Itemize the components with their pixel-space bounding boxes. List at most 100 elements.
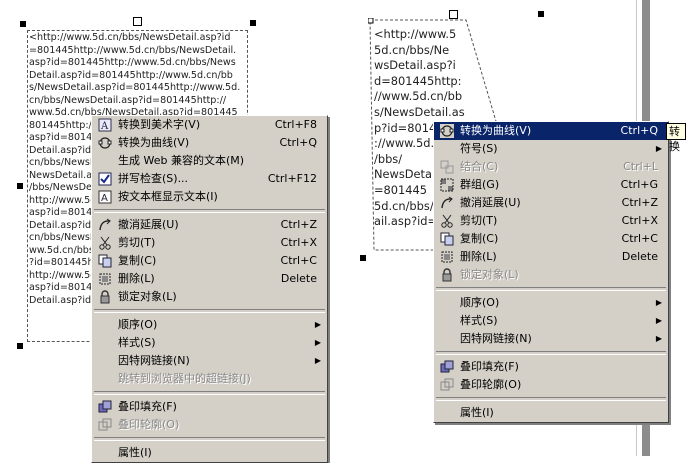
text-line: NewsDetail. xyxy=(374,167,442,182)
context-menu-paragraph-text: A 转换到美术字(V) Ctrl+F8 转换为曲线(V)Ctrl+Q 生成 Web 兼容… xyxy=(91,115,328,463)
text-line: cn/bbs/NewsDetail.asp?id=801445http:// xyxy=(29,94,227,106)
text-line: s/NewsDetail.asp?id=801445http://www.5d. xyxy=(29,82,241,93)
menu-item: 锁定对象(L) xyxy=(434,266,668,284)
menu-item-label: 转换为曲线(V) xyxy=(118,136,190,149)
menu-item[interactable]: 撤消延展(U) Ctrl+Z xyxy=(434,194,668,212)
submenu-arrow-icon: ▶ xyxy=(314,356,321,365)
menu-item[interactable]: 复制(C) Ctrl+C xyxy=(434,230,668,248)
menu-item[interactable]: 剪切(T) Ctrl+X xyxy=(434,212,668,230)
text-line: p?id=801445 xyxy=(374,120,451,135)
menu-item[interactable]: 顺序(O) ▶ xyxy=(92,316,327,334)
combine-icon xyxy=(440,160,454,174)
menu-item: 结合(C) Ctrl+L xyxy=(434,158,668,176)
menu-item[interactable]: 删除(L)Delete xyxy=(92,270,327,288)
text-line: d=801445http: xyxy=(374,73,462,88)
menu-item[interactable]: 叠印填充(F) xyxy=(434,358,668,376)
menu-item[interactable]: 符号(S) ▶ xyxy=(434,140,668,158)
selection-handle[interactable] xyxy=(250,20,256,26)
menu-item[interactable]: 转换为曲线(V)Ctrl+Q xyxy=(434,122,668,140)
selection-handle[interactable] xyxy=(360,255,366,261)
menu-item-label: 锁定对象(L) xyxy=(118,290,177,303)
menu-item-label: 因特网链接(N) xyxy=(460,332,532,345)
selection-handle[interactable] xyxy=(17,343,23,349)
menu-item-label: 顺序(O) xyxy=(118,318,158,331)
menu-separator xyxy=(94,391,325,395)
menu-item-label: 删除(L) xyxy=(460,250,497,263)
svg-text:A: A xyxy=(101,193,108,204)
menu-item[interactable]: 复制(C)Ctrl+C xyxy=(92,252,327,270)
menu-separator xyxy=(94,309,325,313)
text-line: =801445 xyxy=(374,182,428,197)
scissors-icon xyxy=(98,236,112,250)
menu-item[interactable]: A 按文本框显示文本(I) xyxy=(92,188,327,206)
menu-item[interactable]: 叠印填充(F) xyxy=(92,398,327,416)
menu-item[interactable]: 样式(S)▶ xyxy=(434,312,668,330)
lock-icon xyxy=(98,290,112,304)
menu-item[interactable]: 锁定对象(L) xyxy=(92,288,327,306)
submenu-arrow-icon: ▶ xyxy=(655,298,662,307)
convert-to-curves-icon xyxy=(440,124,454,138)
menu-item-label: 叠印填充(F) xyxy=(460,360,519,373)
overprint-outline-icon xyxy=(98,418,112,432)
submenu-arrow-icon: ▶ xyxy=(655,334,662,343)
menu-separator xyxy=(436,351,666,355)
menu-item-label: 复制(C) xyxy=(460,232,499,245)
menu-item[interactable]: 因特网链接(N) ▶ xyxy=(434,330,668,348)
menu-item[interactable]: 生成 Web 兼容的文本(M) xyxy=(92,152,327,170)
menu-item-label: 剪切(T) xyxy=(460,214,498,227)
menu-item-shortcut: Ctrl+F8 xyxy=(274,118,317,131)
menu-item-label: 按文本框显示文本(I) xyxy=(118,190,218,203)
menu-item-shortcut: Ctrl+C xyxy=(621,232,658,245)
artistic-text-icon: A xyxy=(98,118,112,132)
text-line: Detail.asp?id=801445http://www.5d.cn/bb xyxy=(29,69,233,81)
copy-icon xyxy=(98,254,112,268)
menu-item-label: 撤消延展(U) xyxy=(460,196,521,209)
menu-item[interactable]: 转换为曲线(V)Ctrl+Q xyxy=(92,134,327,152)
menu-separator xyxy=(436,397,666,401)
text-line: /bbs/ xyxy=(374,151,403,166)
undo-extend-icon xyxy=(440,196,454,210)
rotation-handle[interactable] xyxy=(449,10,458,19)
menu-item[interactable]: A 转换到美术字(V) Ctrl+F8 xyxy=(92,116,327,134)
menu-item[interactable]: 因特网链接(N)▶ xyxy=(92,352,327,370)
menu-item[interactable]: 剪切(T)Ctrl+X xyxy=(92,234,327,252)
menu-separator xyxy=(94,437,325,441)
menu-item[interactable]: 样式(S)▶ xyxy=(92,334,327,352)
selection-handle[interactable] xyxy=(17,183,23,189)
delete-icon xyxy=(440,250,454,264)
menu-item-label: 顺序(O) xyxy=(460,296,500,309)
menu-item-label: 撤消延展(U) xyxy=(118,218,179,231)
menu-item[interactable]: 属性(I) xyxy=(434,404,668,422)
rotation-handle[interactable] xyxy=(133,17,142,26)
text-line: 5d.cn/bbs/Ne xyxy=(374,42,450,57)
menu-item-shortcut: Ctrl+Q xyxy=(620,124,658,137)
text-line: //www.5d.cn/bb xyxy=(374,89,463,104)
menu-item[interactable]: 顺序(O) ▶ xyxy=(434,294,668,312)
menu-item[interactable]: 撤消延展(U)Ctrl+Z xyxy=(92,216,327,234)
svg-text:A: A xyxy=(100,121,109,132)
menu-item-label: 生成 Web 兼容的文本(M) xyxy=(118,154,245,167)
menu-item-label: 符号(S) xyxy=(460,142,498,155)
menu-item-shortcut: Ctrl+L xyxy=(623,160,658,173)
menu-item-shortcut: Ctrl+X xyxy=(280,236,317,249)
selection-handle[interactable] xyxy=(538,11,544,17)
submenu-arrow-icon: ▶ xyxy=(655,316,662,325)
menu-item[interactable]: 删除(L)Delete xyxy=(434,248,668,266)
submenu-arrow-icon: ▶ xyxy=(314,320,321,329)
menu-item[interactable]: 叠印轮廓(O) xyxy=(434,376,668,394)
menu-item[interactable]: 属性(I) xyxy=(92,444,327,462)
text-line: asp?id=801445http://www.5d.cn/bbs/News xyxy=(29,57,236,68)
selection-handle[interactable] xyxy=(20,21,26,27)
menu-item[interactable]: 群组(G)Ctrl+G xyxy=(434,176,668,194)
menu-item-shortcut: Delete xyxy=(280,272,317,285)
menu-item[interactable]: 拼写检查(S)...Ctrl+F12 xyxy=(92,170,327,188)
menu-item-label: 结合(C) xyxy=(460,160,499,173)
submenu-arrow-icon: ▶ xyxy=(655,144,662,153)
menu-item-label: 样式(S) xyxy=(118,336,156,349)
menu-item-shortcut: Ctrl+Z xyxy=(621,196,658,209)
menu-item-shortcut: Ctrl+X xyxy=(621,214,658,227)
envelope-text-frame-2[interactable] xyxy=(368,18,508,258)
menu-item-label: 转换到美术字(V) xyxy=(118,118,201,131)
